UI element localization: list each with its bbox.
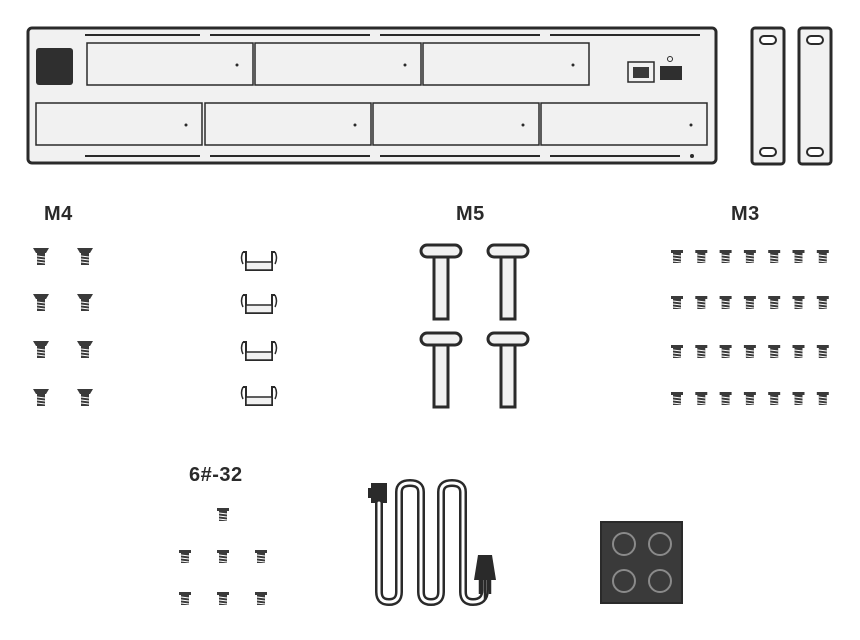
m3-screw xyxy=(670,391,684,406)
m3-screw xyxy=(694,249,708,264)
m3-screw xyxy=(743,344,757,359)
m3-screw xyxy=(767,344,781,359)
m3-screw xyxy=(743,391,757,406)
sfp-port-icon xyxy=(660,66,682,80)
m3-screw xyxy=(719,344,733,359)
m3-screw xyxy=(792,391,805,406)
m3-screw xyxy=(694,295,708,310)
display-panel xyxy=(36,48,73,85)
rack-switch-chassis xyxy=(26,26,718,165)
m3-screw xyxy=(743,249,757,264)
m3-screw xyxy=(792,344,805,359)
m5-screw-set xyxy=(419,243,530,409)
m3-screw xyxy=(816,249,830,264)
m3-label: M3 xyxy=(731,203,760,225)
m3-screw xyxy=(767,295,781,310)
m3-screw xyxy=(767,391,781,406)
m3-screw xyxy=(670,295,684,310)
6-32-label: 6#-32 xyxy=(189,464,243,486)
m3-screw xyxy=(670,249,684,264)
m3-screw xyxy=(816,344,830,359)
m3-screw xyxy=(792,295,805,310)
m3-screw xyxy=(816,391,830,406)
m4-label: M4 xyxy=(44,203,73,225)
m3-screw xyxy=(694,391,708,406)
power-cable-icon xyxy=(368,479,496,606)
cage-nut-clip-set xyxy=(240,251,278,406)
m3-screw-set xyxy=(670,249,830,406)
m3-screw xyxy=(792,249,805,264)
6-32-screw-set xyxy=(178,507,268,606)
m5-label: M5 xyxy=(456,203,485,225)
m3-screw xyxy=(767,249,781,264)
m3-screw xyxy=(694,344,708,359)
m3-screw xyxy=(670,344,684,359)
rubber-feet-pad-icon xyxy=(600,521,683,604)
m3-screw xyxy=(719,295,733,310)
rack-mount-ear-left xyxy=(750,26,786,166)
rack-mount-ear-right xyxy=(797,26,833,166)
m3-screw xyxy=(743,295,757,310)
m3-screw xyxy=(719,391,733,406)
m4-screw-set xyxy=(32,247,94,407)
m3-screw xyxy=(816,295,830,310)
m3-screw xyxy=(719,249,733,264)
